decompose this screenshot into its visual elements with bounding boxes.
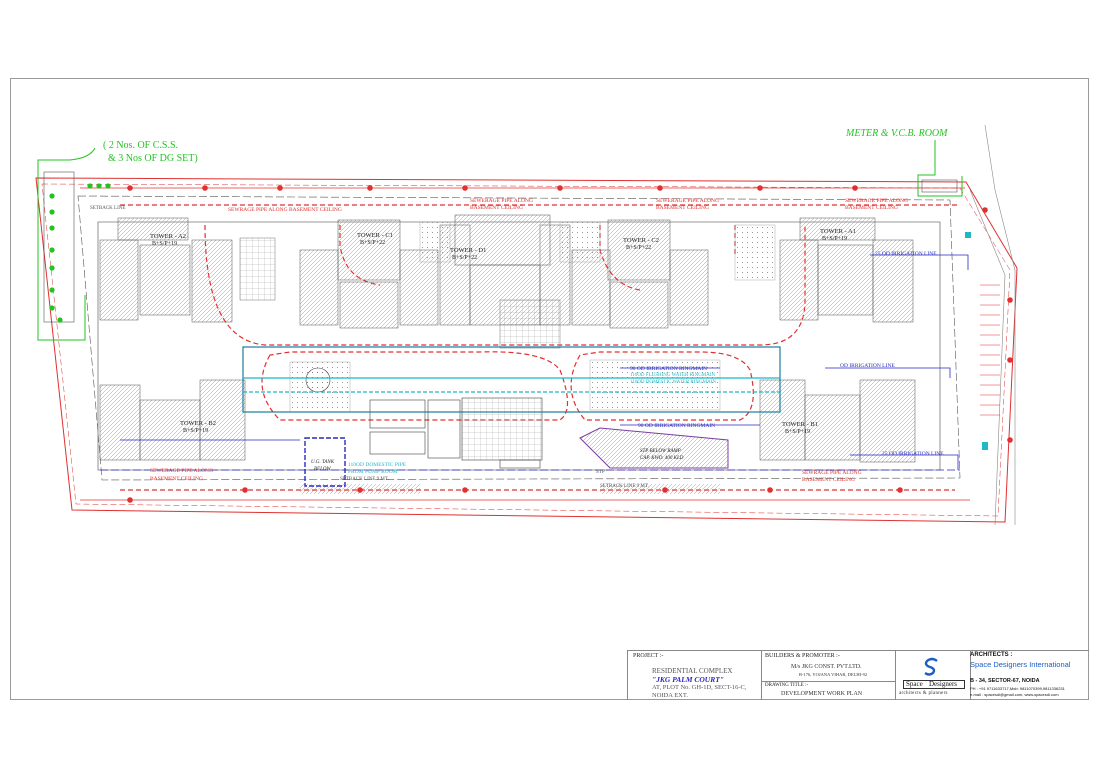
flushing-ringmain: 110OD FLUSHING WATER RINGMAIN: [630, 373, 716, 378]
project-name: "JKG PALM COURT": [652, 675, 724, 684]
drawing-title-divider: [761, 681, 895, 682]
sewerage-label-bl1: SEWERAGE PIPE ALONG: [150, 468, 213, 474]
drawing-title-label: DRAWING TITLE :-: [765, 683, 809, 688]
meter-vcb-label: METER & V.C.B. ROOM: [846, 128, 948, 139]
architects-address: B - 34, SECTOR-67, NOIDA: [970, 678, 1040, 684]
architects-label: ARCHITECTS :: [970, 652, 1013, 658]
water-ringmain: [242, 346, 781, 413]
sewerage-network: [80, 185, 1013, 503]
stp-ramp: [579, 427, 729, 469]
space-designers-logo-icon: [924, 657, 938, 676]
drawing-title: DEVELOPMENT WORK PLAN: [781, 691, 863, 697]
tower-a1-floors: B+S/P+19: [822, 236, 848, 242]
builder-name: M/s JKG CONST. PVT.LTD.: [791, 664, 862, 670]
architects-email: e-mail : spacesdi@gmail.com, www.spacesd…: [970, 692, 1059, 697]
architects-phone: PH : +91 9711633717,Mob: 9811070399,9811…: [970, 686, 1065, 691]
ug-tank-label-1: U.G. TANK: [311, 460, 335, 465]
builder-cell: BUILDERS & PROMOTER :- M/s JKG CONST. PV…: [761, 651, 896, 700]
logo-tagline: architects & planners: [899, 691, 948, 696]
tower-c1-name: TOWER - C1: [357, 232, 393, 239]
tower-a2-name: TOWER - A2: [150, 233, 186, 240]
logo-word-space: Space: [906, 680, 923, 688]
tower-b1-name: TOWER - B1: [782, 421, 818, 428]
tower-a1-plan: [779, 217, 914, 323]
logo-cell: Space Designers architects & planners: [895, 651, 971, 700]
setback-top: SETBACK LINE: [90, 206, 126, 211]
irrigation-25-top: 25 OD IRRIGATION LINE: [875, 251, 937, 257]
tower-c1-floors: B+S/P+22: [360, 240, 386, 246]
project-label: PROJECT :-: [633, 653, 664, 659]
logo-box: [903, 680, 965, 689]
sewerage-label-far-r2: BASEMENT CEILING: [845, 205, 898, 211]
css-dg-note-line1: ( 2 Nos. OF C.S.S.: [103, 140, 179, 151]
tower-b2-name: TOWER - B2: [180, 420, 216, 427]
clubhouse-block: [305, 367, 543, 469]
ug-tank-label-2: BELOW: [314, 467, 331, 472]
tower-a1-name: TOWER - A1: [820, 228, 856, 235]
stp-label-1: STP BELOW RAMP: [640, 449, 681, 454]
tower-d1-name: TOWER - D1: [450, 247, 487, 254]
tower-d1-plan: [439, 214, 571, 326]
irrigation-lines: [100, 254, 969, 471]
project-line3: AT, PLOT No. GH-1D, SECT-16-C,: [652, 684, 747, 691]
architects-cell: ARCHITECTS : Space Designers Internation…: [970, 651, 1089, 700]
tower-b2-floors: B+S/P+19: [183, 428, 209, 434]
ringmain-90-top: 90 OD IRRIGATION RINGMAIN: [630, 366, 708, 372]
tower-c2-floors: B+S/P+22: [626, 245, 652, 251]
builder-label: BUILDERS & PROMOTER :-: [765, 653, 840, 659]
parking-bays-right: [980, 284, 1000, 416]
sewerage-label-br2: BASEMENT CEILING: [802, 477, 855, 483]
css-dg-note-line2: & 3 Nos OF DG SET): [108, 153, 198, 164]
drawing-sheet-border: [10, 78, 1089, 700]
sewerage-label-mid-2: BASEMENT CEILING: [470, 205, 523, 211]
stp-label-2: CAP. KWD. 400 KLD: [640, 456, 684, 461]
tower-b1-plan: [759, 379, 916, 463]
domestic-pipe-1: 110OD DOMESTIC PIPE: [348, 462, 407, 468]
sewerage-label-r1: SEWERAGE PIPE ALONG: [656, 198, 719, 204]
sewerage-label-far-r1: SEWERAGE PIPE ALONG: [845, 198, 908, 204]
tower-a2-plan: [99, 217, 233, 323]
transformer-right-1: [965, 232, 971, 238]
project-line4: NOIDA EXT.: [652, 692, 688, 699]
setback-bottom-left: SETBACK LINE 9 MT.: [340, 477, 389, 482]
meter-vcb-room: [917, 140, 963, 197]
tower-b2-plan: [99, 379, 246, 461]
tower-c2-plan: [571, 219, 709, 329]
logo-word-designers: Designers: [929, 680, 957, 688]
ringmain-90-bottom: 90 OD IRRIGATION RINGMAIN: [638, 423, 716, 429]
dg-set-markers: [49, 183, 111, 323]
sewerage-label-r2: BASEMENT CEILING: [656, 205, 709, 211]
builder-address: B-176, YOJANA VIHAR, DELHI-92: [799, 672, 868, 677]
site-boundary: [35, 177, 1018, 523]
domestic-pipe-2: FROM PUMP ROOM: [348, 469, 398, 475]
domestic-ringmain: 110OD DOMESTIC WATER RINGMAIN: [630, 380, 716, 385]
stp-small-label: STP: [596, 470, 605, 475]
external-road: [969, 124, 1016, 526]
architects-name: Space Designers International: [970, 660, 1071, 669]
transformer-right-2: [982, 442, 988, 450]
project-line1: RESIDENTIAL COMPLEX: [652, 667, 733, 675]
tower-b1-floors: B+S/P+19: [785, 429, 811, 435]
sewerage-label-br1: SEWRAGE PIPE ALONG: [802, 470, 862, 476]
setback-bottom-right: SETBACK LINE 9 MT.: [600, 484, 649, 489]
irrigation-25-bottom: 25 OD IRRIGATION LINE: [882, 451, 944, 457]
sewerage-label-bl2: BASEMENT CEILING: [150, 476, 203, 482]
sewerage-label-mid-1: SEWERAGE PIPE ALONG: [470, 198, 533, 204]
project-cell: PROJECT :- RESIDENTIAL COMPLEX "JKG PALM…: [628, 651, 762, 700]
tower-c2-name: TOWER - C2: [623, 237, 659, 244]
tower-a2-floors: B+S/P+19: [152, 241, 178, 247]
irrigation-line-right: OD IRRIGATION LINE: [840, 363, 895, 369]
tower-c1-plan: [299, 219, 439, 329]
title-block: PROJECT :- RESIDENTIAL COMPLEX "JKG PALM…: [627, 650, 1089, 700]
ug-tank-outline: [304, 437, 346, 487]
sewerage-label-top: SEWRAGE PIPE ALONG BASEMENT CEILING: [228, 207, 342, 213]
tower-d1-floors: B+S/P+22: [452, 255, 478, 261]
